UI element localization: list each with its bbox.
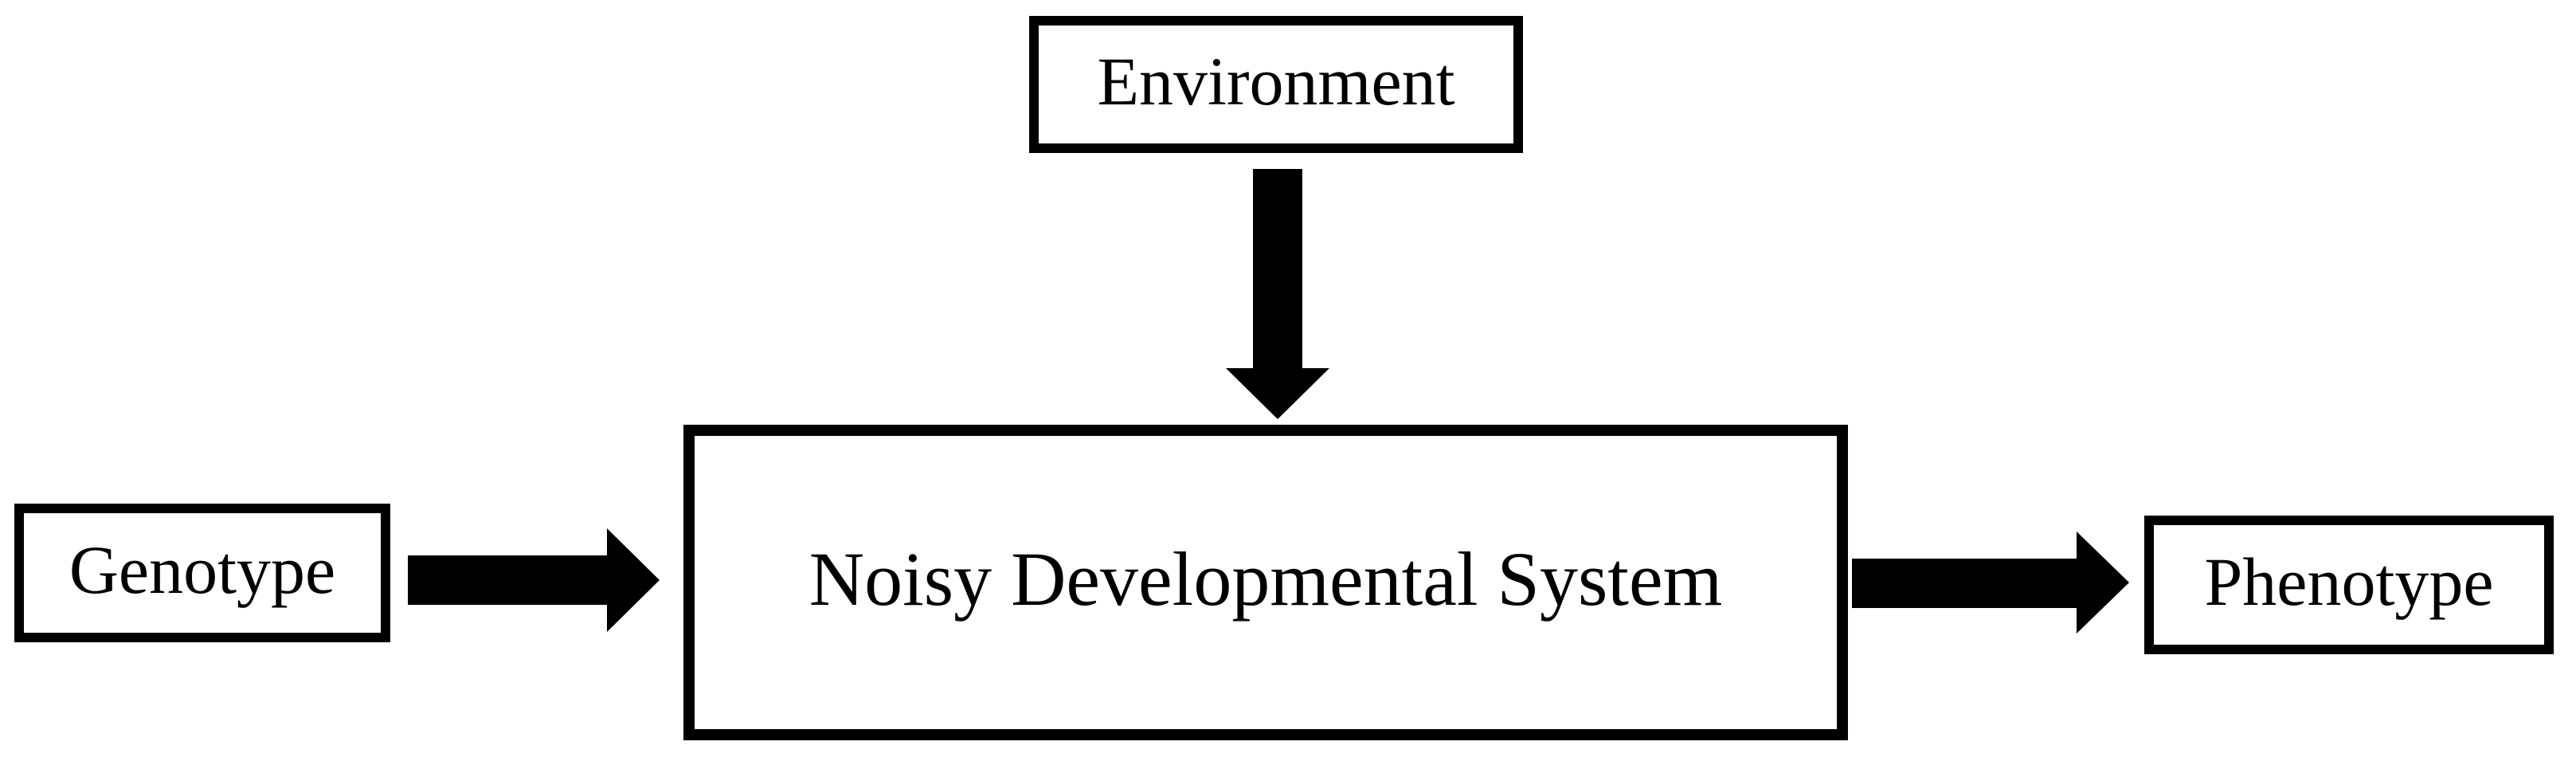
noisy-developmental-system-label: Noisy Developmental System — [808, 536, 1723, 622]
arrow-environment-to-system-shaft — [1253, 169, 1302, 369]
phenotype-box: Phenotype — [2144, 516, 2554, 654]
noisy-developmental-system-box: Noisy Developmental System — [683, 425, 1848, 740]
genotype-label: Genotype — [69, 532, 336, 608]
arrow-system-to-phenotype-shaft — [1852, 559, 2077, 608]
environment-label: Environment — [1097, 43, 1455, 120]
genotype-box: Genotype — [14, 504, 390, 642]
arrow-genotype-to-system-head — [607, 528, 660, 632]
phenotype-label: Phenotype — [2204, 543, 2494, 620]
environment-box: Environment — [1029, 16, 1523, 153]
arrow-system-to-phenotype-head — [2077, 532, 2129, 634]
arrow-environment-to-system-head — [1226, 368, 1329, 419]
arrow-genotype-to-system-shaft — [408, 555, 608, 605]
